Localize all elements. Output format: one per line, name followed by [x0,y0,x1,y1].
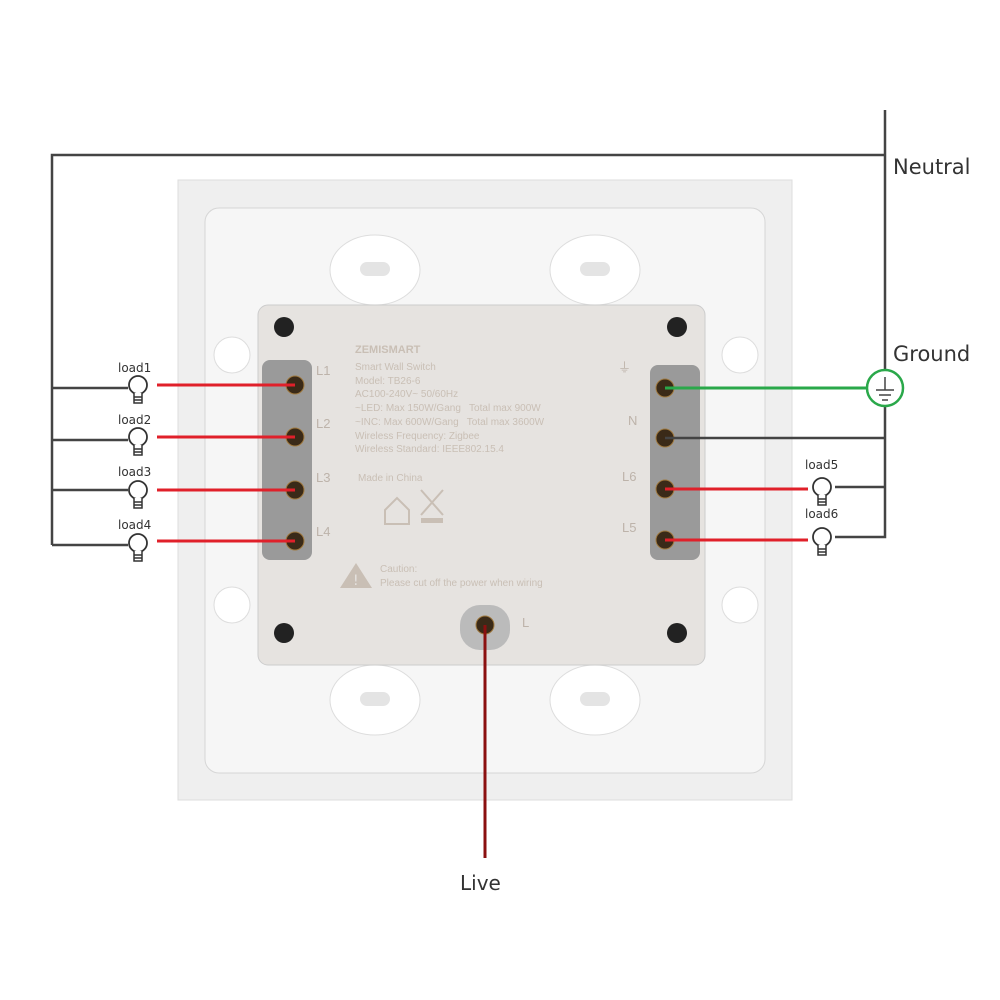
light-bulb-icon [128,375,148,404]
weee-bin-icon [420,489,444,523]
device-label-line: ~INC: Max 600W/Gang Total max 3600W [355,417,545,428]
terminal-label-ground: ⏚ [618,360,631,375]
device-label-line: ~LED: Max 150W/Gang Total max 900W [355,403,541,414]
warning-icon: ! [340,563,372,589]
device-label-line: Model: TB26-6 [355,376,421,387]
device-label-line: Wireless Standard: IEEE802.15.4 [355,444,504,455]
load-wires [157,383,808,543]
light-bulb-icon [812,477,832,506]
light-bulb-icon [128,533,148,562]
load-label: load5 [805,458,838,472]
load-label: load1 [118,361,151,375]
load-label: load4 [118,518,151,532]
live-label: Live [460,871,501,895]
ground-label: Ground [893,342,970,366]
device-label-line: AC100-240V~ 50/60Hz [355,389,458,400]
caution-title: Caution: [380,564,417,575]
device-origin: Made in China [358,473,423,484]
house-icon [384,496,410,525]
terminal-label-l4: L4 [316,524,330,539]
load-label: load6 [805,507,838,521]
terminal-label-l5: L5 [622,520,636,535]
switch-module [257,304,706,666]
device-brand: ZEMISMART [355,344,421,356]
device-label-line: Smart Wall Switch [355,362,436,373]
caution-text: Please cut off the power when wiring [380,578,543,589]
light-bulb-icon [128,480,148,509]
device-label-line: Wireless Frequency: Zigbee [355,431,480,442]
terminal-label-l2: L2 [316,416,330,431]
light-bulb-icon [812,527,832,556]
terminal-label-l1: L1 [316,363,330,378]
neutral-wires [50,110,887,547]
terminal-label-l3: L3 [316,470,330,485]
terminal-label-n: N [628,413,637,428]
neutral-label: Neutral [893,155,971,179]
terminal-label-l: L [522,615,529,630]
ground-icon [865,368,905,408]
load-label: load3 [118,465,151,479]
terminal-label-l6: L6 [622,469,636,484]
svg-text:!: ! [353,573,359,589]
load-label: load2 [118,413,151,427]
light-bulb-icon [128,427,148,456]
